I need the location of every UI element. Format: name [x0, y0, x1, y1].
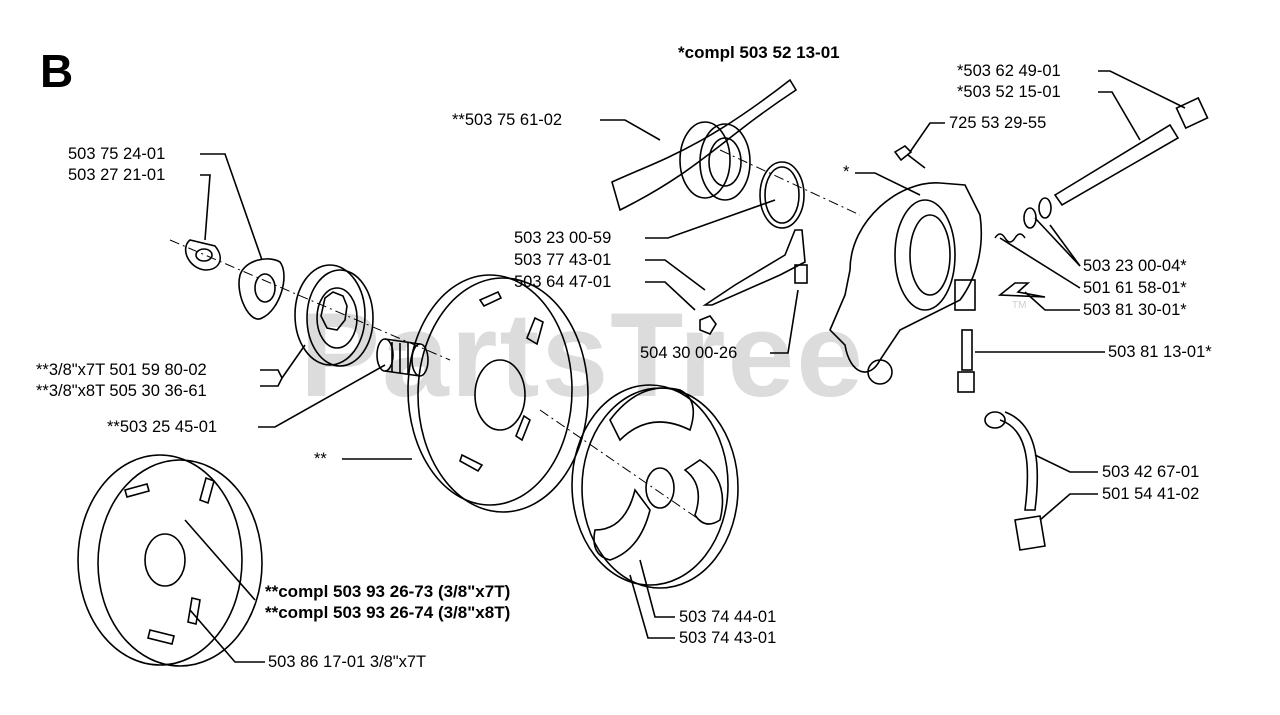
oil-pump-housing: [829, 182, 983, 385]
part-label-x7t-sprocket: **3/8"x7T 501 59 80-02: [36, 361, 207, 379]
part-label-503744301: 503 74 43-01: [679, 629, 777, 647]
washer-plate: [238, 258, 285, 320]
part-label-503272101: 503 27 21-01: [68, 166, 166, 184]
part-label-503521501: *503 52 15-01: [957, 83, 1061, 101]
clutch-drum-large: [77, 454, 263, 667]
part-label-503426701: 503 42 67-01: [1102, 463, 1200, 481]
part-label-503230004: 503 23 00-04*: [1083, 257, 1187, 275]
part-label-503644701: 503 64 47-01: [514, 273, 612, 291]
part-label-503774301: 503 77 43-01: [514, 251, 612, 269]
part-label-504300026: 504 30 00-26: [640, 344, 738, 362]
part-label-503813001: 503 81 30-01*: [1083, 301, 1187, 319]
pump-shaft: [1053, 96, 1209, 207]
watermark-trademark: TM: [1012, 300, 1027, 311]
needle-bearing: [376, 338, 429, 377]
lock-washer: [184, 239, 221, 271]
screw: [893, 144, 926, 169]
adjusting-screw: [957, 329, 975, 393]
compl-label-x7t: **compl 503 93 26-73 (3/8"x7T): [265, 582, 511, 601]
suction-hose: [984, 411, 1046, 551]
clutch-drum: [407, 274, 589, 513]
compl-label-x8t: **compl 503 93 26-74 (3/8"x8T): [265, 603, 511, 622]
part-label-503230059: 503 23 00-59: [514, 229, 612, 247]
part-label-503811301: 503 81 13-01*: [1108, 343, 1212, 361]
section-letter: B: [40, 45, 74, 97]
part-label-503624901: *503 62 49-01: [957, 62, 1061, 80]
watermark: PartsTree: [300, 288, 866, 422]
spring-washers: [994, 197, 1052, 243]
drive-tongue: [611, 78, 798, 212]
center-axis: [169, 149, 861, 521]
o-ring: [759, 161, 805, 229]
compl-assembly-label: *compl 503 52 13-01: [678, 43, 840, 62]
part-label-drum-double-star: **: [314, 450, 327, 468]
part-label-503744401: 503 74 44-01: [679, 608, 777, 626]
part-label-503254501: **503 25 45-01: [107, 418, 218, 436]
clutch-shoes: [571, 384, 739, 589]
part-label-501615801: 501 61 58-01*: [1083, 279, 1187, 297]
plate: [997, 282, 1046, 298]
oil-pipe: [699, 229, 808, 335]
part-label-501544102: 501 54 41-02: [1102, 485, 1200, 503]
part-label-725532955: 725 53 29-55: [949, 114, 1047, 132]
leader-lines: [184, 70, 1186, 663]
part-label-housing-star: *: [843, 163, 850, 181]
rim-sprocket: [294, 264, 374, 367]
part-label-503861701: 503 86 17-01 3/8"x7T: [268, 653, 427, 671]
part-label-503752401: 503 75 24-01: [68, 145, 166, 163]
part-label-x8t-sprocket: **3/8"x8T 505 30 36-61: [36, 382, 207, 400]
part-label-503756102: **503 75 61-02: [452, 111, 563, 129]
